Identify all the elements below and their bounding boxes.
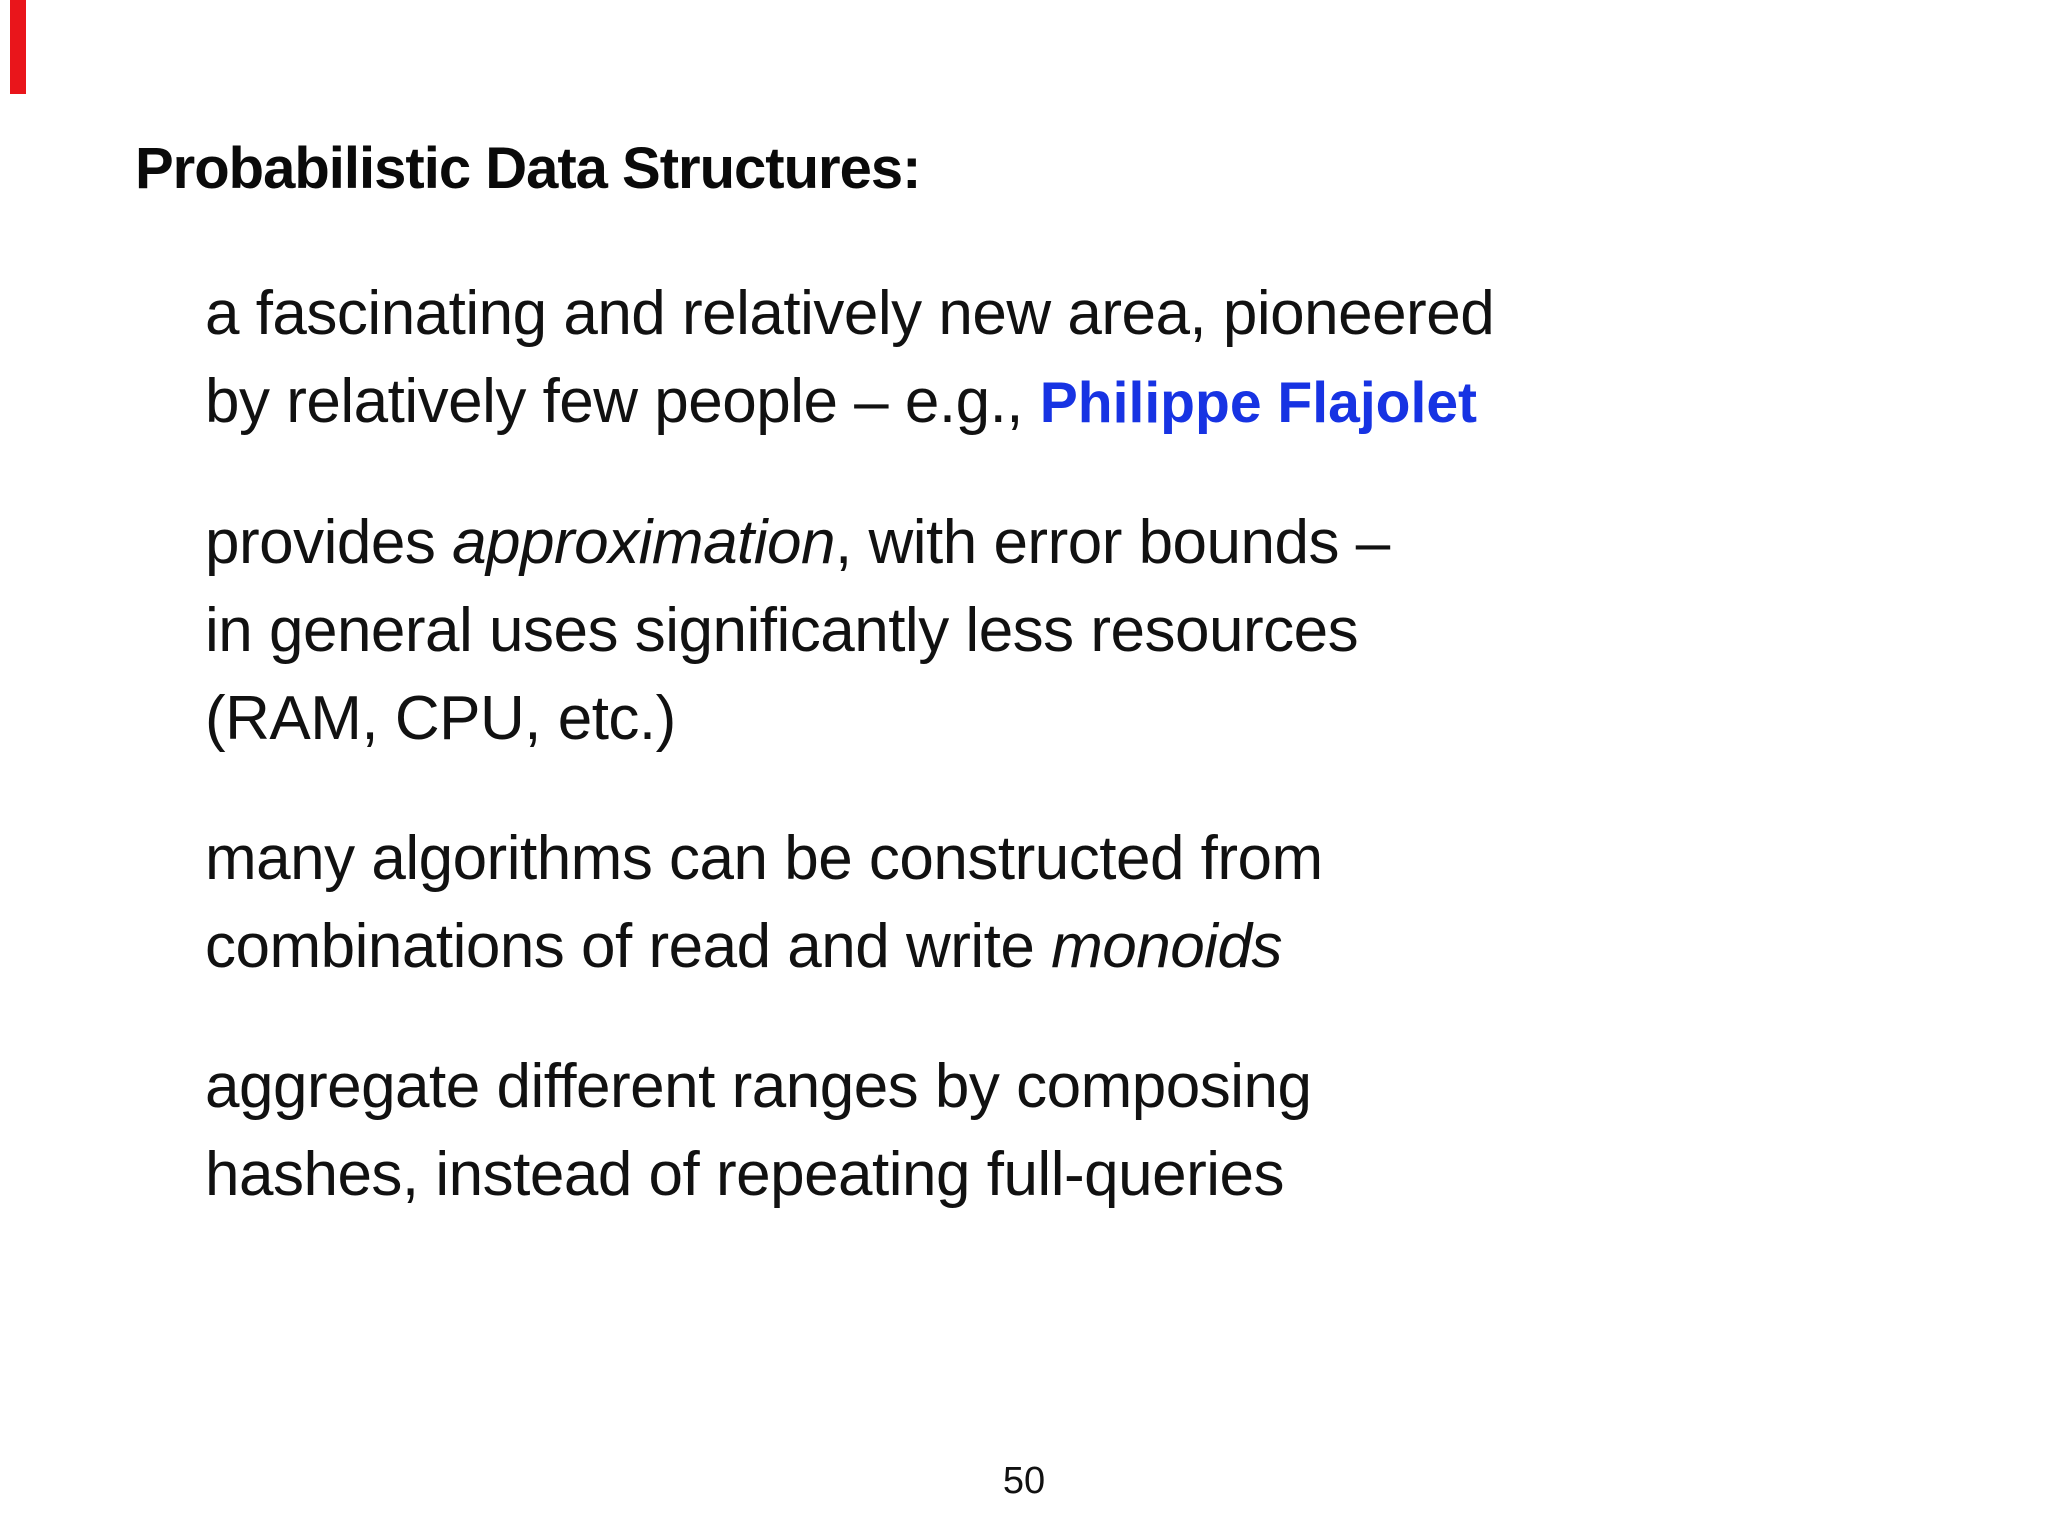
text-line: many algorithms can be constructed from (205, 815, 1845, 903)
text-segment: many algorithms can be constructed from (205, 824, 1323, 893)
slide-body: a fascinating and relatively new area, p… (205, 270, 1845, 1271)
paragraph-monoids: many algorithms can be constructed from … (205, 815, 1845, 991)
text-line: in general uses significantly less resou… (205, 587, 1845, 675)
text-segment: provides (205, 508, 453, 577)
text-segment-italic: monoids (1051, 912, 1282, 981)
text-segment: (RAM, CPU, etc.) (205, 684, 676, 753)
text-line: combinations of read and write monoids (205, 903, 1845, 991)
text-segment-italic: approximation (452, 508, 836, 577)
text-line: by relatively few people – e.g., Philipp… (205, 358, 1845, 447)
paragraph-pioneered: a fascinating and relatively new area, p… (205, 270, 1845, 447)
text-segment: in general uses significantly less resou… (205, 596, 1359, 665)
page-number: 50 (1002, 1460, 1046, 1502)
text-segment: by relatively few people – e.g., (205, 367, 1040, 436)
text-segment: combinations of read and write (205, 912, 1052, 981)
red-corner-mark (10, 0, 26, 94)
text-line: aggregate different ranges by composing (205, 1043, 1845, 1131)
philippe-flajolet-link[interactable]: Philippe Flajolet (1039, 371, 1478, 435)
text-line: (RAM, CPU, etc.) (205, 675, 1845, 763)
text-segment: hashes, instead of repeating full-querie… (205, 1140, 1284, 1209)
text-line: a fascinating and relatively new area, p… (205, 270, 1845, 358)
text-segment: aggregate different ranges by composing (205, 1052, 1312, 1121)
paragraph-approximation: provides approximation, with error bound… (205, 499, 1845, 763)
slide-title: Probabilistic Data Structures: (135, 135, 921, 201)
paragraph-aggregate: aggregate different ranges by composing … (205, 1043, 1845, 1219)
text-segment: a fascinating and relatively new area, p… (205, 279, 1495, 348)
text-segment: , with error bounds – (835, 508, 1390, 577)
text-line: provides approximation, with error bound… (205, 499, 1845, 587)
text-line: hashes, instead of repeating full-querie… (205, 1131, 1845, 1219)
